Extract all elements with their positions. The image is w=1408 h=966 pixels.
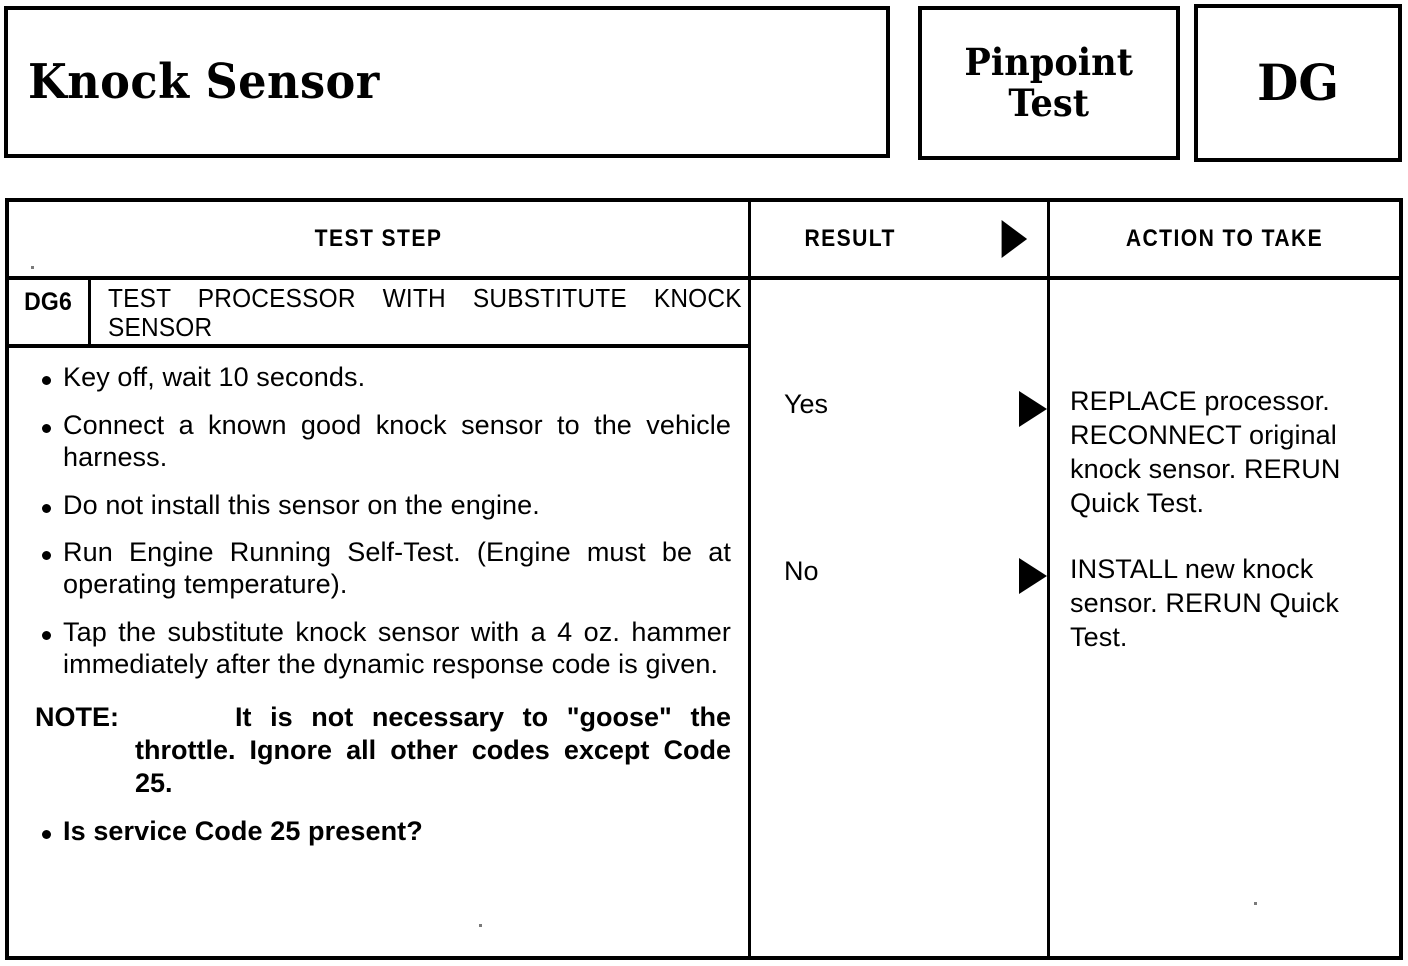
- list-item: Do not install this sensor on the engine…: [31, 490, 731, 522]
- question-text: Is service Code 25 present?: [63, 815, 423, 846]
- column-header-action-to-take: ACTION TO TAKE: [1125, 225, 1324, 252]
- right-triangle-arrow-icon: [1019, 391, 1047, 427]
- list-item-question: Is service Code 25 present?: [31, 816, 731, 848]
- pinpoint-test-table: TEST STEP RESULT ACTION TO TAKE DG6 TEST…: [5, 198, 1403, 960]
- test-step-instructions: Key off, wait 10 seconds. Connect a know…: [31, 362, 731, 863]
- right-triangle-arrow-icon: [1019, 558, 1047, 594]
- result-label: No: [784, 556, 819, 586]
- column-header-result-label: RESULT: [804, 225, 896, 252]
- pinpoint-test-label: Pinpoint Test: [964, 39, 1134, 125]
- list-item: Key off, wait 10 seconds.: [31, 362, 731, 394]
- instruction-text: Run Engine Running Self-Test. (Engine mu…: [63, 537, 731, 600]
- step-title-text: TEST PROCESSOR WITH SUBSTITUTE KNOCK SEN…: [108, 283, 742, 343]
- instruction-text: Key off, wait 10 seconds.: [63, 362, 366, 392]
- instruction-text: Tap the substitute knock sensor with a 4…: [63, 617, 731, 680]
- scan-speck: [1254, 902, 1257, 905]
- note-block: NOTE: It is not necessary to "goose" the…: [31, 701, 731, 800]
- column-header-test-step: TEST STEP: [314, 225, 443, 252]
- list-item: Tap the substitute knock sensor with a 4…: [31, 617, 731, 681]
- list-item: Connect a known good knock sensor to the…: [31, 410, 731, 474]
- right-triangle-arrow-icon: [1001, 220, 1028, 258]
- action-row-no: INSTALL new knock sensor. RERUN Quick Te…: [1070, 554, 1339, 653]
- action-row-yes: REPLACE processor. RECONNECT original kn…: [1070, 386, 1341, 519]
- step-title-cell: TEST PROCESSOR WITH SUBSTITUTE KNOCK SEN…: [94, 283, 746, 372]
- instruction-text: Connect a known good knock sensor to the…: [63, 409, 731, 472]
- pinpoint-line-2: Test: [1008, 81, 1090, 125]
- table-header-row: TEST STEP RESULT ACTION TO TAKE: [9, 202, 1399, 280]
- scan-speck: [31, 266, 34, 269]
- page-header: Knock Sensor Pinpoint Test DG: [0, 0, 1408, 170]
- column-divider-action: [1047, 202, 1050, 956]
- section-code-label: DG: [1257, 53, 1339, 112]
- note-label: NOTE:: [35, 701, 119, 732]
- note-text: It is not necessary to "goose" the throt…: [135, 701, 731, 798]
- step-id-label: DG6: [24, 288, 73, 316]
- result-label: Yes: [784, 389, 829, 419]
- pinpoint-line-1: Pinpoint: [964, 39, 1134, 84]
- page-title-box: Knock Sensor: [4, 6, 890, 158]
- instruction-text: Do not install this sensor on the engine…: [63, 489, 540, 520]
- column-header-result: RESULT: [771, 202, 1065, 276]
- scan-speck: [479, 924, 482, 927]
- step-id-cell: DG6: [9, 280, 91, 344]
- pinpoint-test-box: Pinpoint Test: [918, 6, 1180, 160]
- step-title-row: DG6 TEST PROCESSOR WITH SUBSTITUTE KNOCK…: [9, 280, 748, 348]
- column-divider-result: [748, 202, 751, 956]
- list-item: Run Engine Running Self-Test. (Engine mu…: [31, 537, 731, 601]
- page-title: Knock Sensor: [28, 54, 380, 110]
- section-code-box: DG: [1194, 4, 1402, 162]
